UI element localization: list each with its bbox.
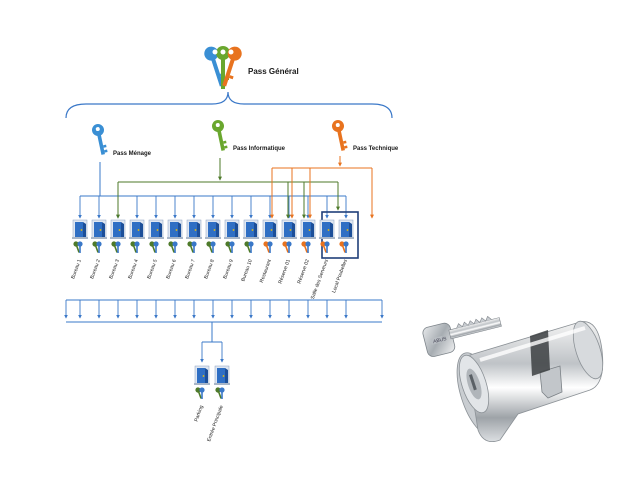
room-key-icon	[73, 241, 83, 253]
room-label: Bureau 3	[108, 258, 121, 279]
door-icon	[91, 219, 107, 239]
room-label: Bureau 10	[240, 258, 254, 282]
room-label: Bureau 1	[70, 258, 83, 279]
room-key-icon	[225, 241, 235, 253]
cylinder-lock-icon: ABUS	[422, 315, 604, 443]
room-label: Bureau 2	[89, 258, 102, 279]
room-label: Bureau 4	[127, 258, 140, 279]
common-door-label: Entrée Principale	[206, 404, 225, 442]
room-key-icon	[244, 241, 254, 253]
brace	[65, 91, 393, 119]
door-icon	[338, 219, 354, 239]
room-key-icon	[111, 241, 121, 253]
room-label: Réserve 01	[277, 258, 291, 284]
pass-informatique-label: Pass Informatique	[233, 146, 286, 152]
door-icon	[262, 219, 278, 239]
room-label: Bureau 5	[146, 258, 159, 279]
room-label: Bureau 6	[165, 258, 178, 279]
common-door-label: Parking	[193, 404, 205, 422]
door-icon	[205, 219, 221, 239]
door-icon	[167, 219, 183, 239]
room-key-icon	[168, 241, 178, 253]
common-key-icon	[215, 387, 225, 399]
room-label: Local Poubelles	[331, 258, 349, 294]
door-icon	[110, 219, 126, 239]
room-key-icon	[282, 241, 292, 253]
door-icon	[129, 219, 145, 239]
general-key-icon	[204, 46, 242, 89]
room-key-icon	[206, 241, 216, 253]
room-label: Réserve 02	[296, 258, 310, 284]
room-key-icon	[130, 241, 140, 253]
door-icon	[243, 219, 259, 239]
room-label: Salle des Serveurs	[310, 258, 330, 300]
pass-menage-key-icon	[92, 124, 108, 155]
door-icon	[224, 219, 240, 239]
room-key-icon	[301, 241, 311, 253]
room-label: Bureau 7	[184, 258, 197, 279]
room-key-icon	[187, 241, 197, 253]
door-icon	[214, 365, 230, 385]
room-key-icon	[339, 241, 349, 253]
room-label: Restaurant	[259, 258, 273, 284]
general-pass-label: Pass Général	[248, 67, 299, 76]
distribution-lines	[64, 156, 384, 363]
door-icon	[300, 219, 316, 239]
room-key-icon	[92, 241, 102, 253]
pass-technique-label: Pass Technique	[353, 146, 399, 152]
svg-text:ABUS: ABUS	[433, 336, 448, 345]
door-icon	[281, 219, 297, 239]
room-key-icon	[263, 241, 273, 253]
door-icon	[319, 219, 335, 239]
room-label: Bureau 9	[222, 258, 235, 279]
room-key-icon	[320, 241, 330, 253]
pass-technique-key-icon	[332, 120, 348, 151]
common-key-icon	[195, 387, 205, 399]
door-icon	[194, 365, 210, 385]
pass-menage-label: Pass Ménage	[113, 151, 152, 157]
pass-informatique-key-icon	[212, 120, 228, 151]
door-icon	[148, 219, 164, 239]
door-icon	[72, 219, 88, 239]
room-key-icon	[149, 241, 159, 253]
door-icon	[186, 219, 202, 239]
room-label: Bureau 8	[203, 258, 216, 279]
